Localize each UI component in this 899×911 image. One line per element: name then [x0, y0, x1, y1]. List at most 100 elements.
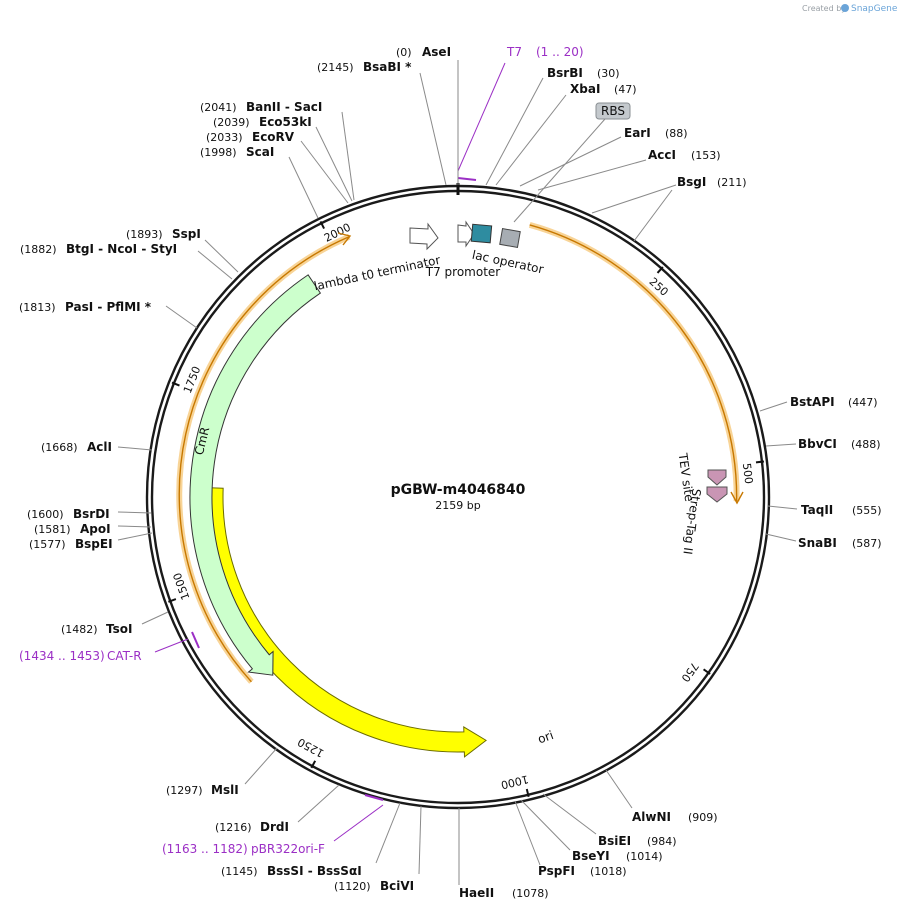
promoter-icon[interactable]	[457, 220, 475, 248]
site-apoi-name: ApoI	[80, 522, 111, 536]
site-bsiei[interactable]: BsiEI (984)	[598, 834, 677, 848]
site-bbvci[interactable]: BbvCI (488)	[798, 437, 881, 451]
terminator-icon[interactable]	[409, 222, 439, 251]
site-banii-name: BanII - SacI	[246, 100, 322, 114]
strep-tag-icon[interactable]	[706, 486, 728, 503]
feature-tev-site[interactable]: TEV site	[676, 451, 727, 502]
site-eari[interactable]: EarI (88)	[624, 126, 688, 140]
site-bspei[interactable]: (1577) BspEI	[29, 537, 113, 551]
site-bsabi[interactable]: (2145) BsaBI *	[317, 60, 412, 74]
site-bseyi[interactable]: BseYI (1014)	[572, 849, 663, 863]
snapgene-credit: Created by SnapGene	[802, 4, 898, 14]
feature-cmr[interactable]: CmR	[189, 274, 322, 676]
site-btgi[interactable]: (1882) BtgI - NcoI - StyI	[20, 242, 177, 256]
feature-t7-promoter[interactable]: T7 promoter	[425, 220, 501, 279]
site-bsiei-name: BsiEI	[598, 834, 631, 848]
site-apoi-pos: (1581)	[34, 523, 71, 536]
site-sspi-pos: (1893)	[126, 228, 163, 241]
site-asei-pos: (0)	[396, 46, 412, 59]
site-asei[interactable]: (0) AseI	[396, 45, 451, 59]
leader-xbai	[495, 94, 567, 186]
orf-left-arrowhead	[337, 232, 352, 246]
site-xbai[interactable]: XbaI (47)	[570, 82, 637, 96]
site-bseyi-pos: (1014)	[626, 850, 663, 863]
site-banii-pos: (2041)	[200, 101, 237, 114]
site-taqii[interactable]: TaqII (555)	[801, 503, 882, 517]
site-msli-pos: (1297)	[166, 784, 203, 797]
site-ecorv[interactable]: (2033) EcoRV	[206, 130, 295, 144]
leader-bsabi	[419, 72, 447, 186]
site-btgi-pos: (1882)	[20, 243, 57, 256]
plasmid-name: pGBW-m4046840	[391, 482, 526, 498]
leader-eco53ki	[315, 126, 353, 202]
site-apoi[interactable]: (1581) ApoI	[34, 522, 111, 536]
tev-site-icon[interactable]	[707, 469, 727, 486]
leader-bsgi	[591, 184, 677, 214]
backbone	[145, 183, 771, 810]
orf-top	[528, 222, 744, 505]
tick-1250	[310, 760, 317, 769]
operator-box[interactable]	[470, 223, 493, 244]
site-bsgi[interactable]: BsgI (211)	[677, 175, 747, 189]
site-pasi[interactable]: (1813) PasI - PflMI *	[19, 300, 152, 314]
leader-acli	[117, 446, 153, 451]
site-msli-name: MslI	[211, 783, 239, 797]
site-sspi[interactable]: (1893) SspI	[126, 227, 201, 241]
tick-label-1000: 1000	[500, 772, 530, 791]
cmr-arrow[interactable]	[189, 274, 322, 676]
primer-pbr322ori-f-leader	[333, 804, 384, 842]
site-acli[interactable]: (1668) AclI	[41, 440, 112, 454]
primer-cat-r-mark	[191, 631, 200, 649]
site-eco53ki[interactable]: (2039) Eco53kI	[213, 115, 312, 129]
plasmid-length: 2159 bp	[435, 499, 480, 512]
site-snabi-name: SnaBI	[798, 536, 837, 550]
leader-bsssi	[375, 802, 401, 864]
leader-bseyi	[520, 799, 571, 851]
site-banii[interactable]: (2041) BanII - SacI	[200, 100, 322, 114]
site-tsoi-pos: (1482)	[61, 623, 98, 636]
site-haeii[interactable]: HaeII (1078)	[459, 886, 549, 900]
leader-bcivi	[418, 805, 422, 875]
site-bsrdi[interactable]: (1600) BsrDI	[27, 507, 110, 521]
orf-top-arrowhead	[730, 491, 744, 505]
leader-eari	[519, 136, 622, 187]
site-pspfi[interactable]: PspFI (1018)	[538, 864, 627, 878]
primer-pbr322ori-f[interactable]: (1163 .. 1182) pBR322ori-F	[162, 794, 384, 856]
feature-rbs[interactable]: RBS	[499, 102, 631, 249]
site-bsssi-name: BssSI - BssSαI	[267, 864, 362, 878]
site-bsabi-name: BsaBI *	[363, 60, 412, 74]
site-alwni[interactable]: AlwNI (909)	[632, 810, 718, 824]
primer-cat-r[interactable]: (1434 .. 1453) CAT-R	[19, 631, 200, 663]
leader-bbvci	[765, 443, 797, 447]
tick-label-500: 500	[740, 462, 755, 484]
site-msli[interactable]: (1297) MslI	[166, 783, 239, 797]
site-bsssi[interactable]: (1145) BssSI - BssSαI	[221, 864, 362, 878]
site-drdi[interactable]: (1216) DrdI	[215, 820, 289, 834]
primer-t7-leader	[457, 62, 506, 172]
site-bsrbi[interactable]: BsrBI (30)	[547, 66, 620, 80]
cmr-label: CmR	[192, 426, 212, 457]
site-alwni-pos: (909)	[688, 811, 718, 824]
primer-t7[interactable]: T7 (1 .. 20)	[457, 45, 584, 181]
site-scai[interactable]: (1998) ScaI	[200, 145, 274, 159]
site-bstapi-pos: (447)	[848, 396, 878, 409]
site-snabi[interactable]: SnaBI (587)	[798, 536, 882, 550]
site-tsoi[interactable]: (1482) TsoI	[61, 622, 132, 636]
primer-cat-r-leader	[154, 638, 189, 653]
site-bcivi[interactable]: (1120) BciVI	[334, 879, 414, 893]
site-asei-name: AseI	[422, 45, 451, 59]
site-eco53ki-pos: (2039)	[213, 116, 250, 129]
site-bstapi[interactable]: BstAPI (447)	[790, 395, 878, 409]
leader-bsrbi	[485, 77, 544, 186]
tick-label-750: 750	[678, 660, 701, 685]
site-acci[interactable]: AccI (153)	[648, 148, 721, 162]
tick-1000	[525, 788, 530, 798]
primer-pbr322ori-f-range: (1163 .. 1182)	[162, 842, 248, 856]
site-bsrbi-name: BsrBI	[547, 66, 583, 80]
rbs-box[interactable]	[499, 227, 521, 249]
leader-sspi	[204, 239, 239, 273]
feature-ori[interactable]: ori	[202, 487, 555, 758]
tick-2000	[319, 220, 325, 229]
site-pasi-name: PasI - PflMI *	[65, 300, 152, 314]
